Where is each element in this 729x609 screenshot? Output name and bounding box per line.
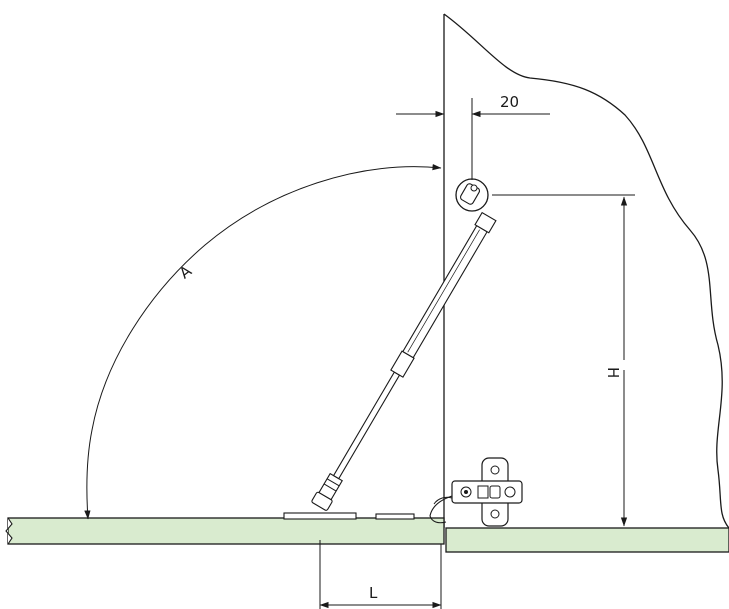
angle-label: A <box>176 261 196 282</box>
dimension-height: H <box>492 194 635 527</box>
cup-hinge-icon <box>429 457 523 527</box>
secondary-plate <box>375 513 415 520</box>
dimension-offset: 20 <box>396 93 550 180</box>
length-label: L <box>369 584 378 602</box>
height-label: H <box>604 367 622 378</box>
strut-mounting-plate <box>283 512 357 520</box>
offset-label: 20 <box>500 93 519 111</box>
gas-strut-icon <box>311 211 497 511</box>
upper-pivot-icon <box>455 178 489 212</box>
cabinet-side-panel <box>443 13 729 529</box>
flap-panel <box>5 517 445 545</box>
dimension-angle: A <box>84 164 442 520</box>
dimension-length: L <box>319 540 442 609</box>
base-panel <box>445 527 729 553</box>
